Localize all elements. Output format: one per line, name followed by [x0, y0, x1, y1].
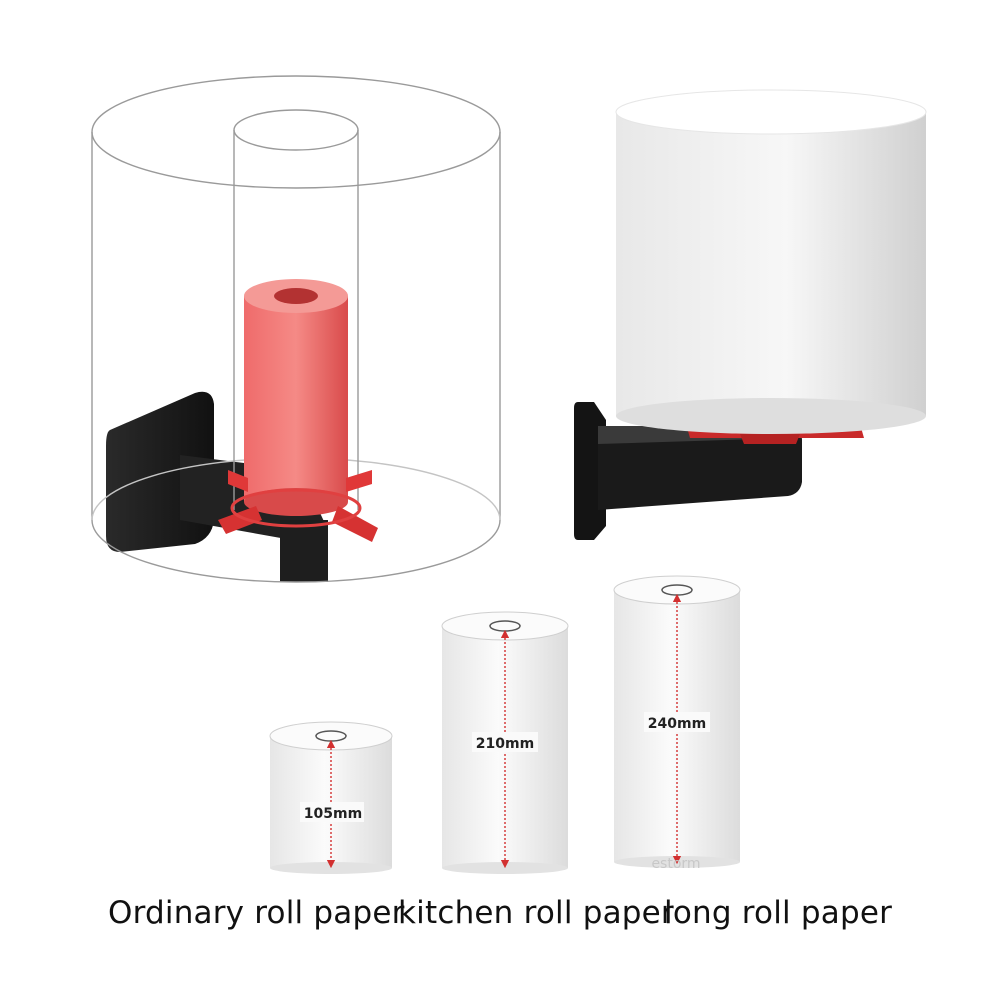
- transparent-roll-holder-view: [91, 75, 501, 583]
- kitchen-height-label: 210mm: [476, 736, 534, 752]
- transparent-inner-tube: [233, 109, 359, 510]
- long-roll: 240mm estorm: [613, 575, 741, 872]
- watermark: estorm: [651, 856, 700, 872]
- white-roll-holder-view: [574, 89, 927, 540]
- transparent-outer-roll: [91, 75, 501, 583]
- ordinary-height-label: 105mm: [304, 806, 362, 822]
- kitchen-roll-caption: kitchen roll paper: [398, 895, 674, 931]
- long-height-label: 240mm: [648, 716, 706, 732]
- long-roll-caption: long roll paper: [664, 895, 893, 931]
- ordinary-roll: 105mm: [269, 721, 393, 874]
- red-spindle: [218, 279, 378, 542]
- bracket-arm-right: [598, 426, 802, 510]
- kitchen-roll: 210mm: [441, 611, 569, 874]
- ordinary-roll-caption: Ordinary roll paper: [108, 895, 405, 931]
- white-paper-roll: [616, 110, 926, 416]
- bracket-post: [280, 520, 328, 582]
